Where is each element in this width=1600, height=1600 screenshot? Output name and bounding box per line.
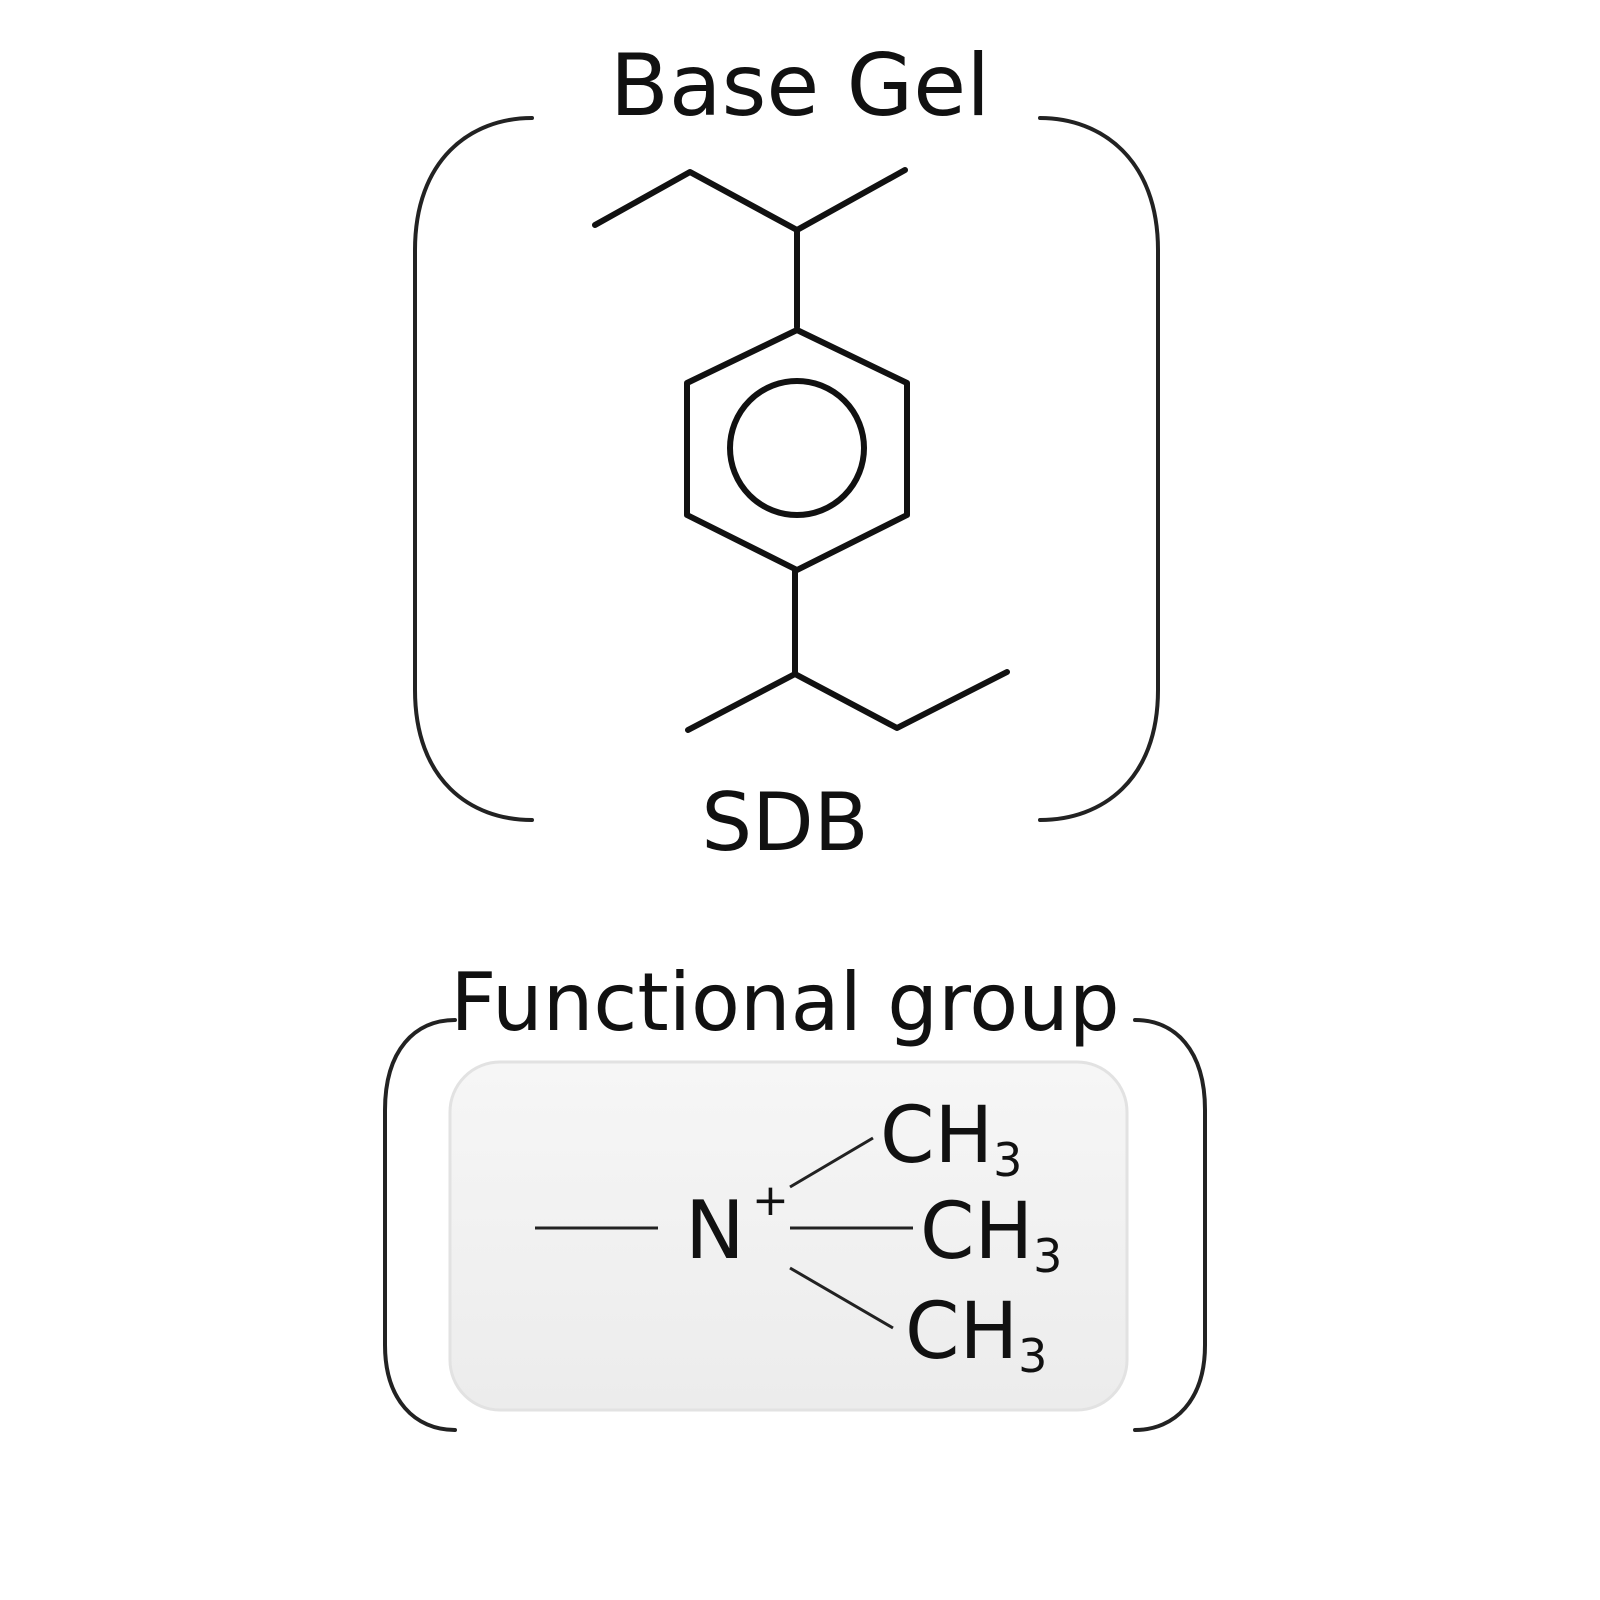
methyl-bond-3: [789, 1266, 894, 1330]
functional-group-title: Functional group: [450, 956, 1119, 1049]
nitrogen-atom: N: [685, 1184, 745, 1277]
right-bracket-small: [1133, 1018, 1207, 1432]
functional-group-box: [448, 1060, 1129, 1412]
sdb-label: SDB: [701, 776, 868, 869]
left-bracket: [413, 116, 534, 822]
bottom-chain-bond: [685, 669, 1010, 733]
positive-charge: +: [752, 1175, 789, 1226]
methyl-group-3: CH3: [905, 1287, 1047, 1383]
aromatic-circle: [727, 378, 867, 518]
benzene-ring: [684, 327, 910, 573]
methyl-bond-1: [789, 1136, 874, 1189]
top-chain-bond: [592, 167, 908, 233]
sdb-structure: [592, 167, 1010, 733]
base-gel-title: Base Gel: [610, 36, 990, 136]
methyl-group-2: CH3: [920, 1187, 1062, 1283]
left-bracket-small: [383, 1018, 457, 1432]
methyl-group-1: CH3: [880, 1091, 1022, 1187]
right-bracket: [1038, 116, 1160, 822]
